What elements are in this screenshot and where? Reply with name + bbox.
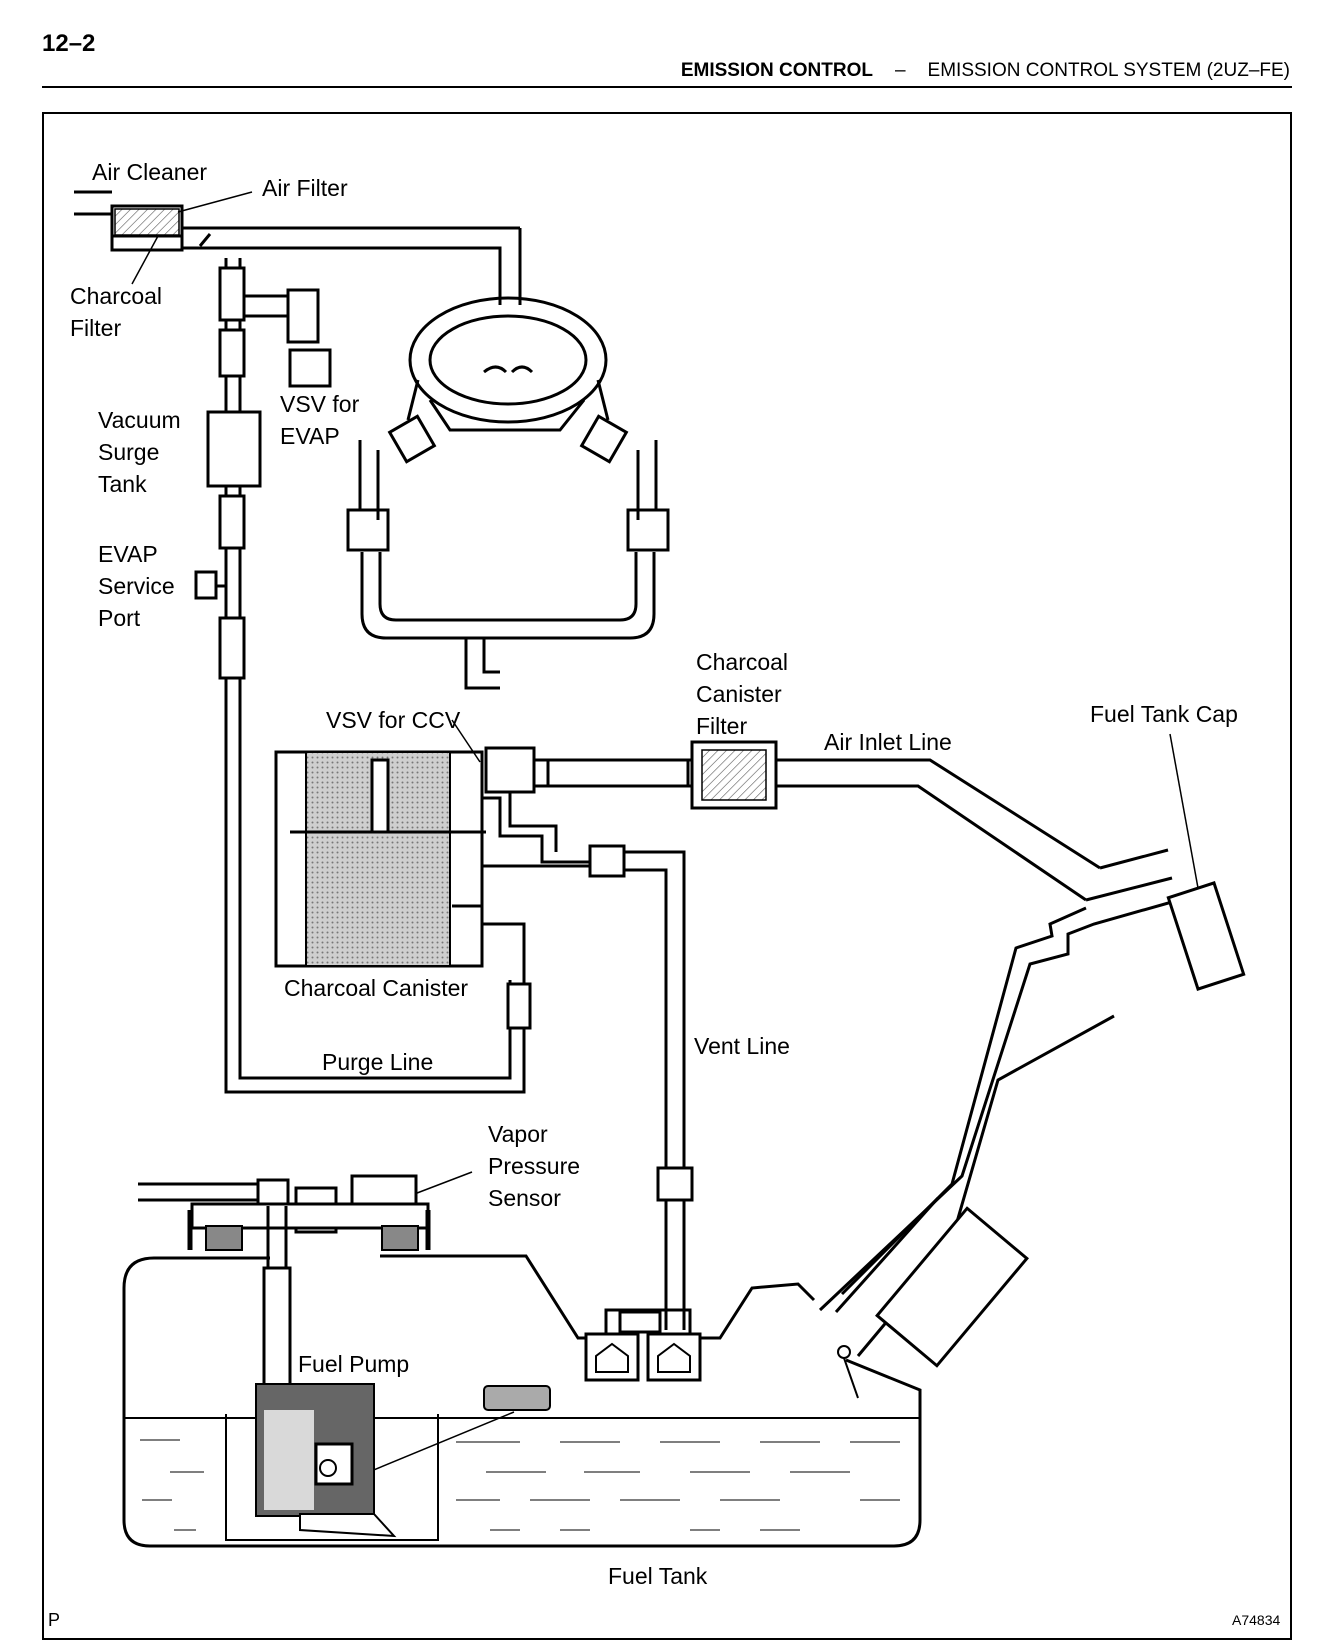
charcoal-canister [274, 750, 532, 1030]
label-vsv-ccv: VSV for CCV [326, 707, 461, 733]
fuel-tank [122, 1254, 922, 1548]
label-fuel-tank-cap: Fuel Tank Cap [1090, 701, 1238, 727]
vsv-ccv [482, 740, 1173, 1168]
label-vent-line: Vent Line [694, 1033, 790, 1059]
label-vsv-evap: VSV for EVAP [280, 391, 360, 449]
filler-neck [818, 881, 1246, 1399]
label-charcoal-canister-filter: Charcoal Canister Filter [696, 649, 789, 739]
corner-mark: P [48, 1610, 61, 1630]
header-separator: – [894, 60, 906, 81]
engine-intake [346, 296, 670, 690]
section-title: EMISSION CONTROL [680, 60, 873, 81]
label-fuel-tank: Fuel Tank [608, 1563, 708, 1589]
label-evap-service-port: EVAP Service Port [98, 541, 175, 631]
figure-id: A74834 [1232, 1612, 1281, 1628]
air-cleaner [74, 190, 520, 252]
label-air-cleaner: Air Cleaner [92, 159, 208, 185]
label-air-inlet-line: Air Inlet Line [824, 729, 952, 755]
label-vapor-pressure-sensor: Vapor Pressure Sensor [488, 1121, 581, 1211]
label-vacuum-surge-tank: Vacuum Surge Tank [98, 407, 181, 497]
label-purge-line: Purge Line [322, 1049, 434, 1075]
label-air-filter: Air Filter [262, 175, 348, 201]
header-rule [42, 86, 1292, 88]
label-charcoal-canister: Charcoal Canister [284, 975, 469, 1001]
label-fuel-pump: Fuel Pump [298, 1351, 410, 1377]
fuel-pump [138, 1174, 551, 1538]
page-header: EMISSION CONTROL–EMISSION CONTROL SYSTEM… [0, 60, 1290, 82]
label-charcoal-filter: Charcoal Filter [70, 283, 163, 341]
page-number: 12–2 [42, 30, 96, 57]
figure-frame [42, 112, 1292, 1640]
subsection-title: EMISSION CONTROL SYSTEM (2UZ–FE) [927, 60, 1290, 81]
